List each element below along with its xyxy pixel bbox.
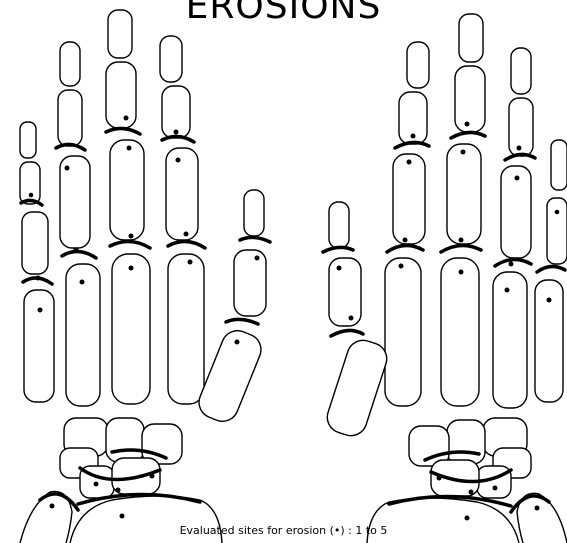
left-carpals [60, 418, 182, 498]
left-index-finger [160, 36, 205, 404]
left-little-finger [20, 122, 54, 402]
right-middle-finger [441, 14, 485, 406]
right-hand [323, 14, 567, 543]
right-index-finger [385, 42, 429, 406]
left-thumb [194, 190, 270, 426]
left-hand [20, 10, 270, 543]
right-little-finger [535, 140, 567, 402]
right-thumb [323, 202, 391, 440]
legend-caption: Evaluated sites for erosion (•) : 1 to 5 [0, 524, 567, 537]
right-carpals [409, 418, 531, 498]
left-middle-finger [106, 10, 150, 404]
right-ring-finger [493, 48, 535, 408]
left-ring-finger [56, 42, 100, 406]
